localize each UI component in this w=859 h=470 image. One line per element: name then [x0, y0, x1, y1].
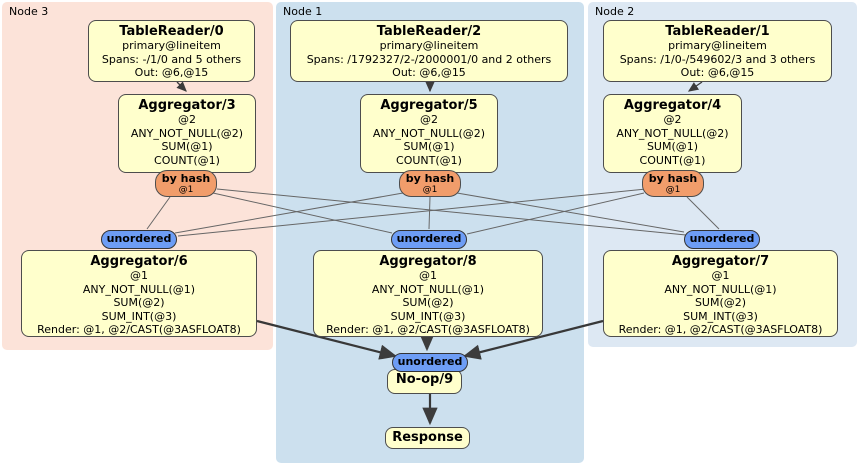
router-by-hash-node2: by hash @1 — [642, 170, 704, 197]
agg-func-label: SUM(@1) — [403, 140, 455, 153]
agg-func-label: ANY_NOT_NULL(@2) — [616, 126, 729, 140]
group-cols-label: @2 — [663, 113, 682, 126]
agg-func-label: SUM(@1) — [646, 140, 699, 153]
group-cols-label: @1 — [419, 269, 437, 282]
agg-func-label: SUM(@2) — [402, 296, 454, 309]
region-label: Node 2 — [595, 5, 635, 18]
router-label: by hash — [405, 172, 455, 185]
agg-func-label: ANY_NOT_NULL(@2) — [372, 126, 486, 140]
final-merge-edges — [256, 319, 604, 426]
response-box: Response — [385, 427, 470, 449]
agg-func-label: SUM_INT(@3) — [683, 309, 758, 323]
render-label: Render: @1, @2/CAST(@3ASFLOAT8) — [618, 323, 823, 336]
processor-title: TableReader/1 — [665, 24, 770, 39]
sync-unordered-final: unordered — [392, 353, 468, 372]
agg-func-label: ANY_NOT_NULL(@2) — [130, 126, 244, 140]
region-label: Node 1 — [283, 5, 323, 18]
sync-unordered-node2: unordered — [684, 230, 760, 249]
processor-tablereader-2: TableReader/2 primary@lineitem Spans: /1… — [290, 20, 568, 82]
response-title: Response — [392, 430, 463, 445]
index-label: primary@lineitem — [122, 39, 221, 52]
index-label: primary@lineitem — [668, 39, 767, 52]
processor-title: Aggregator/7 — [671, 254, 770, 269]
agg-func-label: COUNT(@1) — [396, 153, 462, 167]
processor-noop-9: No-op/9 — [387, 369, 462, 394]
router-key-label: @1 — [178, 185, 194, 195]
processor-aggregator-3: Aggregator/3 @2 ANY_NOT_NULL(@2) SUM(@1)… — [118, 94, 256, 173]
out-label: Out: @6,@15 — [680, 66, 755, 79]
agg-func-label: SUM_INT(@3) — [390, 309, 466, 323]
processor-aggregator-5: Aggregator/5 @2 ANY_NOT_NULL(@2) SUM(@1)… — [360, 94, 498, 173]
processor-title: TableReader/0 — [119, 24, 224, 39]
agg-func-label: COUNT(@1) — [154, 153, 220, 167]
out-label: Out: @6,@15 — [134, 66, 209, 79]
hash-fanout-edges — [146, 188, 720, 237]
processor-title: Aggregator/6 — [90, 254, 188, 269]
spans-label: Spans: /1/0-/549602/3 and 3 others — [619, 52, 816, 66]
index-label: primary@lineitem — [379, 39, 479, 52]
region-label: Node 3 — [9, 5, 49, 18]
processor-aggregator-6: Aggregator/6 @1 ANY_NOT_NULL(@1) SUM(@2)… — [21, 250, 257, 337]
processor-tablereader-1: TableReader/1 primary@lineitem Spans: /1… — [603, 20, 832, 82]
group-cols-label: @1 — [711, 269, 730, 282]
agg-func-label: ANY_NOT_NULL(@1) — [82, 282, 196, 296]
out-label: Out: @6,@15 — [392, 66, 466, 79]
processor-aggregator-8: Aggregator/8 @1 ANY_NOT_NULL(@1) SUM(@2)… — [313, 250, 543, 337]
sync-unordered-node1: unordered — [391, 230, 467, 249]
processor-title: No-op/9 — [395, 372, 454, 387]
processor-title: TableReader/2 — [376, 24, 482, 39]
router-label: by hash — [161, 172, 211, 185]
agg-func-label: SUM(@1) — [161, 140, 213, 153]
group-cols-label: @2 — [420, 113, 438, 126]
agg-func-label: SUM_INT(@3) — [101, 309, 177, 323]
sync-unordered-node3: unordered — [101, 230, 177, 249]
router-key-label: @1 — [665, 185, 681, 195]
processor-title: Aggregator/8 — [379, 254, 477, 269]
group-cols-label: @1 — [130, 269, 148, 282]
router-by-hash-node3: by hash @1 — [155, 170, 217, 197]
spans-label: Spans: -/1/0 and 5 others — [101, 52, 242, 66]
processor-title: Aggregator/4 — [623, 98, 722, 113]
agg-func-label: SUM(@2) — [113, 296, 165, 309]
render-label: Render: @1, @2/CAST(@3ASFLOAT8) — [37, 323, 241, 336]
group-cols-label: @2 — [178, 113, 196, 126]
agg-func-label: COUNT(@1) — [639, 153, 706, 167]
spans-label: Spans: /1792327/2-/2000001/0 and 2 other… — [306, 52, 552, 66]
render-label: Render: @1, @2/CAST(@3ASFLOAT8) — [326, 323, 530, 336]
agg-func-label: ANY_NOT_NULL(@1) — [371, 282, 485, 296]
tablereader-edges — [176, 81, 703, 93]
agg-func-label: SUM(@2) — [694, 296, 747, 309]
processor-aggregator-4: Aggregator/4 @2 ANY_NOT_NULL(@2) SUM(@1)… — [603, 94, 742, 173]
router-label: by hash — [648, 172, 698, 185]
router-by-hash-node1: by hash @1 — [399, 170, 461, 197]
processor-title: Aggregator/3 — [138, 98, 236, 113]
agg-func-label: ANY_NOT_NULL(@1) — [664, 282, 777, 296]
router-key-label: @1 — [422, 185, 438, 195]
processor-title: Aggregator/5 — [380, 98, 478, 113]
processor-tablereader-0: TableReader/0 primary@lineitem Spans: -/… — [88, 20, 255, 82]
processor-aggregator-7: Aggregator/7 @1 ANY_NOT_NULL(@1) SUM(@2)… — [603, 250, 838, 337]
